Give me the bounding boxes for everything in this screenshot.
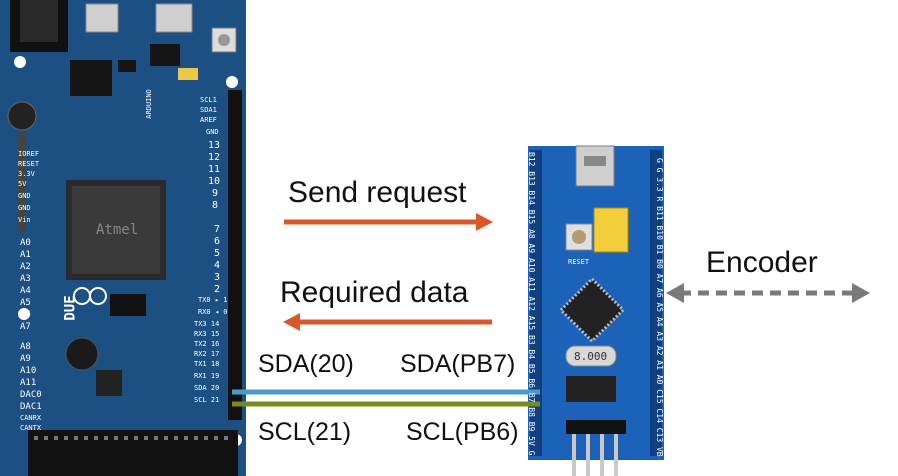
- scl-left-label: SCL(21): [258, 418, 352, 446]
- arduino-brand: ARDUINO: [144, 89, 153, 119]
- pin-label: IOREF: [18, 150, 40, 158]
- pin-label: 5V: [18, 180, 27, 188]
- encoder-label: Encoder: [706, 246, 818, 279]
- pin-label: SCL1: [200, 96, 217, 104]
- pin-label: GND: [206, 128, 219, 136]
- pin-label: A1: [20, 250, 31, 260]
- pin-label: 8: [212, 200, 219, 211]
- pin-label: A11: [20, 378, 37, 388]
- pin-label: SCL 21: [194, 396, 220, 404]
- pin-label: AREF: [200, 116, 217, 124]
- pin-label: RESET: [18, 160, 40, 168]
- pin-label: 12: [208, 152, 221, 163]
- sda-right-label: SDA(PB7): [400, 350, 516, 378]
- pin-label: A4: [20, 286, 31, 296]
- bluepill-top-pins: B12 B13 B14 B15 A8 A9 A10 A11 A12 A15 B3…: [527, 152, 536, 475]
- pin-label: GND: [18, 204, 31, 212]
- pin-label: A10: [20, 366, 37, 376]
- pin-label: 3: [214, 272, 221, 283]
- pin-label: TX1 18: [194, 360, 220, 368]
- pin-label: TX3 14: [194, 320, 220, 328]
- pin-label: 13: [208, 140, 221, 151]
- pin-label: TX0 ▸ 1: [198, 296, 228, 304]
- pin-label: A0: [20, 238, 31, 248]
- bluepill-crystal-label: 8.000: [574, 350, 608, 363]
- pin-label: DAC0: [20, 390, 42, 400]
- pin-label: 4: [214, 260, 221, 271]
- bluepill-reset-label: RESET: [568, 258, 590, 266]
- required-data-label: Required data: [280, 276, 469, 309]
- pin-label: 3.3V: [18, 170, 35, 178]
- pin-label: A8: [20, 342, 31, 352]
- sda-left-label: SDA(20): [258, 350, 354, 378]
- pin-label: GND: [18, 192, 31, 200]
- arduino-model: DUE: [62, 295, 79, 321]
- pin-label: CANTX: [20, 424, 42, 432]
- pin-label: 11: [208, 164, 221, 175]
- pin-label: DAC1: [20, 402, 42, 412]
- arduino-due-board: [0, 0, 246, 476]
- pin-label: CANRX: [20, 414, 42, 422]
- pin-label: SDA1: [200, 106, 217, 114]
- pin-label: 9: [212, 188, 219, 199]
- pin-label: A5: [20, 298, 31, 308]
- pin-label: RX0 ◂ 0: [198, 308, 228, 316]
- pin-label: 10: [208, 176, 221, 187]
- stm32-bluepill-board: [528, 145, 664, 476]
- pin-label: A3: [20, 274, 31, 284]
- scl-right-label: SCL(PB6): [406, 418, 519, 446]
- pin-label: TX2 16: [194, 340, 220, 348]
- pin-label: 7: [214, 224, 221, 235]
- pin-label: 6: [214, 236, 221, 247]
- pin-label: Vin: [18, 216, 31, 224]
- pin-label: RX2 17: [194, 350, 220, 358]
- pin-label: A9: [20, 354, 31, 364]
- pin-label: RX1 19: [194, 372, 220, 380]
- pin-label: A6: [20, 310, 31, 320]
- bluepill-bottom-pins: G G 3.3 R B11 B10 B1 B0 A7 A6 A5 A4 A3 A…: [655, 158, 664, 457]
- pin-label: RX3 15: [194, 330, 220, 338]
- pin-label: SDA 20: [194, 384, 220, 392]
- pin-label: A2: [20, 262, 31, 272]
- send-request-label: Send request: [288, 176, 467, 209]
- chip-logo: Atmel: [96, 222, 139, 238]
- pin-label: 5: [214, 248, 221, 259]
- pin-label: 2: [214, 284, 221, 295]
- pin-label: A7: [20, 322, 31, 332]
